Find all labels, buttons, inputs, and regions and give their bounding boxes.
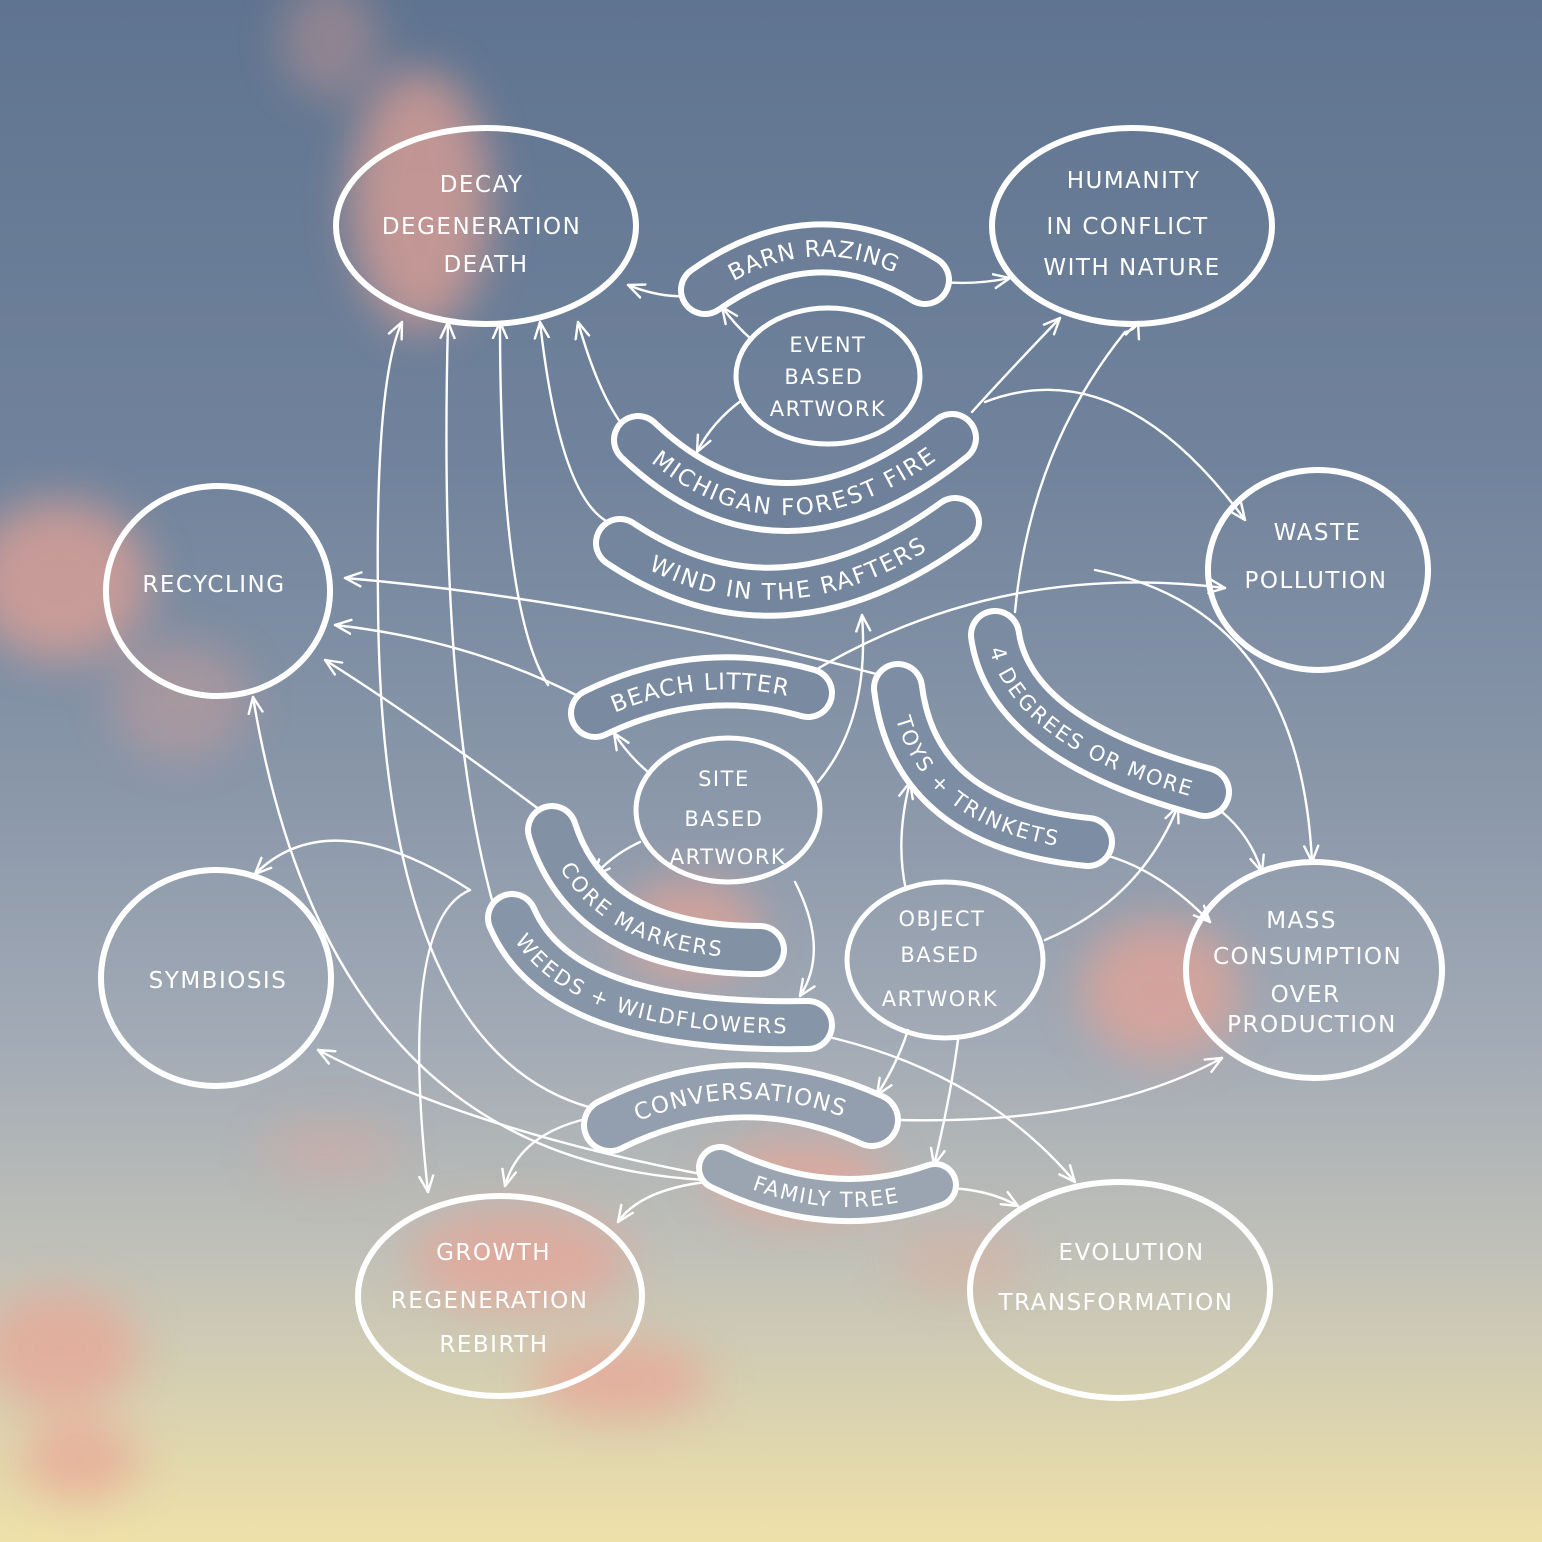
arrow-site-to-beach bbox=[612, 731, 650, 774]
arrow-family-to-evolution bbox=[948, 1186, 1020, 1208]
label-evolution: EVOLUTION TRANSFORMATION bbox=[998, 1240, 1234, 1316]
arrow-weeds-to-symbiosis bbox=[253, 839, 472, 892]
arrow-toys-to-mass bbox=[1103, 853, 1212, 924]
capsule-michigan-forest-fire bbox=[611, 411, 979, 534]
label-mass: MASS CONSUMPTION OVER PRODUCTION bbox=[1213, 908, 1411, 1038]
label-growth: GROWTH REGENERATION REBIRTH bbox=[391, 1240, 598, 1358]
circle-mass bbox=[1183, 859, 1445, 1081]
arrow-wind-to-decay bbox=[540, 320, 612, 525]
arrow-site-to-weeds bbox=[793, 880, 814, 998]
circle-site-based bbox=[633, 735, 823, 885]
label-decay: DECAY DEGENERATION DEATH bbox=[382, 172, 590, 278]
project-capsules bbox=[485, 221, 1232, 1224]
capsule-4-degrees-or-more bbox=[968, 608, 1232, 819]
arrow-object-to-conv bbox=[875, 1028, 910, 1097]
capsule-core-markers bbox=[525, 803, 787, 977]
artwork-type-circles bbox=[633, 305, 1046, 1041]
circle-symbiosis bbox=[98, 867, 334, 1089]
circle-humanity bbox=[989, 125, 1275, 327]
capsule-weeds-and-wildflowers bbox=[485, 891, 835, 1053]
arrow-object-to-family bbox=[934, 1038, 960, 1167]
arrow-weeds-to-decay bbox=[446, 320, 494, 902]
capsule-wind-in-the-rafters bbox=[593, 495, 982, 619]
circle-waste bbox=[1205, 467, 1431, 673]
label-object-based: OBJECT BASED ARTWORK bbox=[882, 907, 998, 1011]
capsule-family-tree bbox=[696, 1144, 959, 1224]
arrow-site-to-wind bbox=[816, 613, 863, 784]
circle-event-based bbox=[733, 305, 923, 447]
arrow-beach-to-recycling bbox=[333, 625, 584, 700]
arrow-toys-to-recycling bbox=[343, 578, 882, 677]
arrow-family-to-recycling bbox=[253, 695, 708, 1182]
arrow-event-to-fire bbox=[695, 398, 744, 454]
capsule-toys-and-trinkets bbox=[871, 661, 1115, 869]
theme-circles bbox=[98, 125, 1445, 1401]
label-humanity: HUMANITY IN CONFLICT WITH NATURE bbox=[1043, 168, 1220, 281]
circle-evolution bbox=[967, 1179, 1273, 1401]
capsule-conversations bbox=[581, 1062, 901, 1154]
arrow-weeds-to-evolution bbox=[818, 1033, 1077, 1184]
arrow-fire-to-humanity bbox=[970, 316, 1062, 414]
arrow-conv-to-symbiosis bbox=[316, 1048, 708, 1177]
arrow-fire-to-waste bbox=[983, 388, 1247, 522]
arrow-object-to-toys bbox=[901, 780, 910, 892]
arrow-conv-to-mass bbox=[896, 1056, 1224, 1122]
arrow-barn-to-humanity bbox=[940, 278, 1012, 283]
theme-labels: DECAY DEGENERATION DEATH HUMANITY IN CON… bbox=[142, 168, 1411, 1358]
label-symbiosis: SYMBIOSIS bbox=[149, 968, 288, 994]
arrow-event-to-barn bbox=[720, 305, 754, 342]
circle-decay bbox=[333, 125, 639, 327]
label-site-based: SITE BASED ARTWORK bbox=[670, 767, 786, 869]
arrow-waste-to-mass bbox=[1093, 568, 1312, 864]
arrow-weeds-to-growth bbox=[418, 888, 472, 1194]
arrow-fire-to-decay bbox=[578, 320, 630, 434]
arrow-beach-to-decay bbox=[500, 320, 550, 687]
arrow-degrees-to-mass bbox=[1220, 810, 1262, 874]
arrow-object-to-degrees bbox=[1043, 804, 1178, 942]
arrow-degrees-to-humanity bbox=[1013, 320, 1138, 614]
label-waste: WASTE POLLUTION bbox=[1245, 520, 1388, 594]
arrow-family-to-growth bbox=[616, 1180, 708, 1224]
circle-object-based bbox=[844, 879, 1046, 1041]
circle-growth bbox=[355, 1193, 645, 1399]
arrow-core-to-recycling bbox=[323, 658, 542, 812]
capsule-beach-litter bbox=[568, 654, 835, 740]
arrow-conv-to-decay bbox=[376, 320, 594, 1110]
capsule-barn-razing bbox=[678, 221, 952, 317]
label-recycling: RECYCLING bbox=[142, 572, 285, 598]
artwork-type-labels: EVENT BASED ARTWORK SITE BASED ARTWORK O… bbox=[670, 333, 998, 1011]
label-event-based: EVENT BASED ARTWORK bbox=[770, 333, 886, 421]
circle-recycling bbox=[103, 483, 333, 699]
